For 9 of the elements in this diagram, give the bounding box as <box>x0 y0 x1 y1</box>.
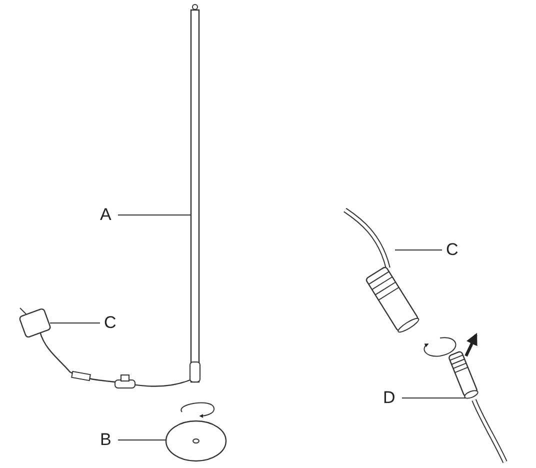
part-letter: D <box>383 389 396 407</box>
leader-line <box>50 322 100 324</box>
base-drawing <box>165 420 227 462</box>
leader-line <box>118 214 192 216</box>
part-letter: A <box>100 206 112 224</box>
part-letter: C <box>446 241 458 259</box>
part-letter: B <box>100 431 112 449</box>
part-letter: C <box>104 314 116 332</box>
pole-drawing <box>190 4 200 383</box>
